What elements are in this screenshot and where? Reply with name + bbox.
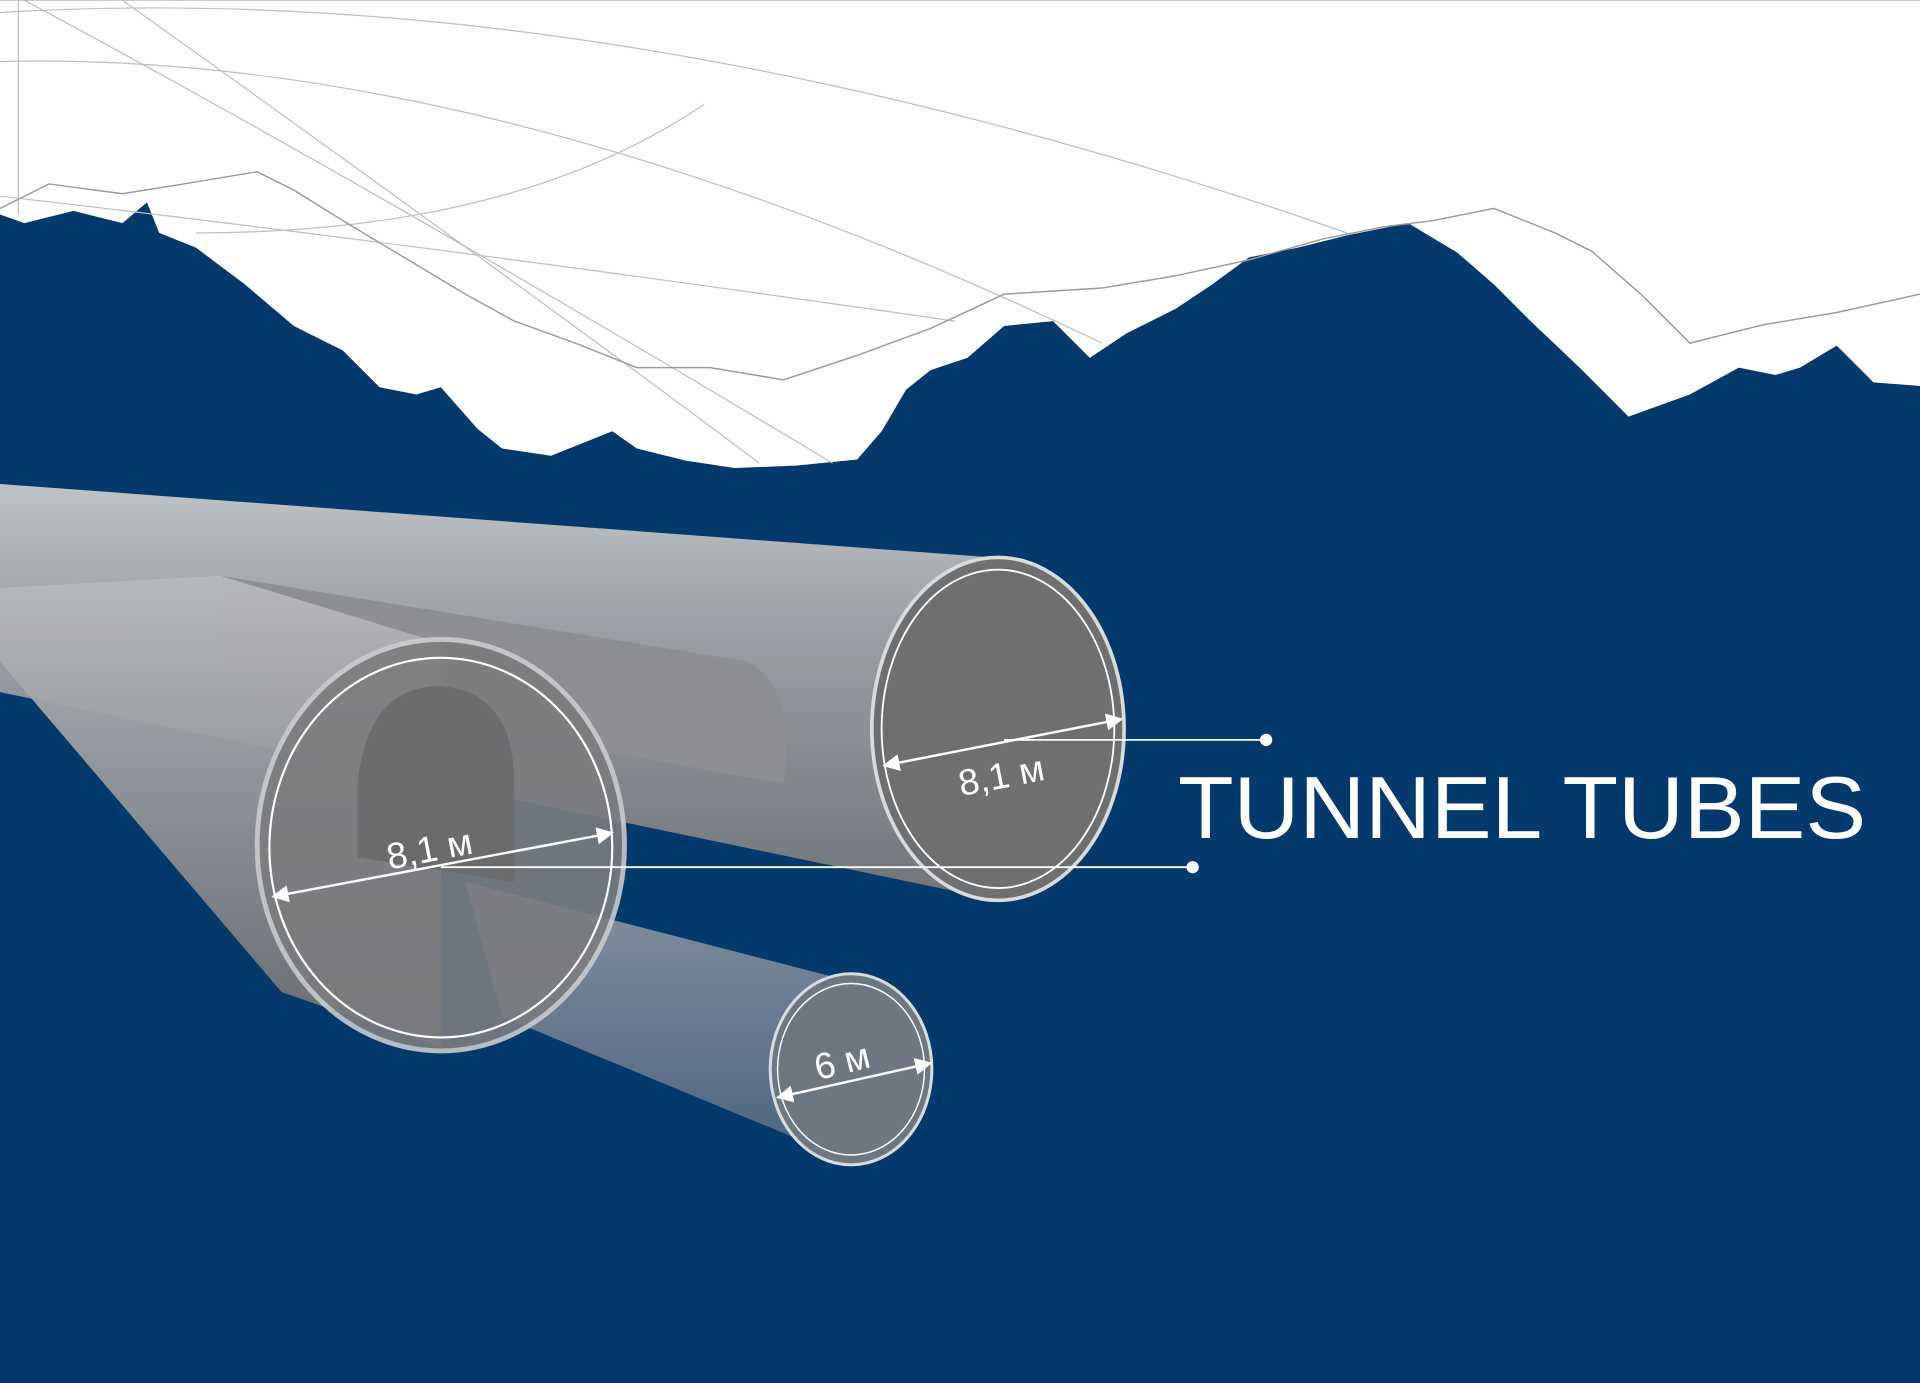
leader-dot bbox=[1186, 861, 1199, 874]
mountain-silhouette bbox=[0, 0, 1920, 469]
globe-grid-lines bbox=[0, 0, 1348, 464]
leader-dot bbox=[1260, 733, 1273, 746]
front-main-tube bbox=[0, 575, 627, 1054]
mountain-ridge-line bbox=[0, 170, 1920, 381]
title-label: TUNNEL TUBES bbox=[1178, 758, 1866, 857]
